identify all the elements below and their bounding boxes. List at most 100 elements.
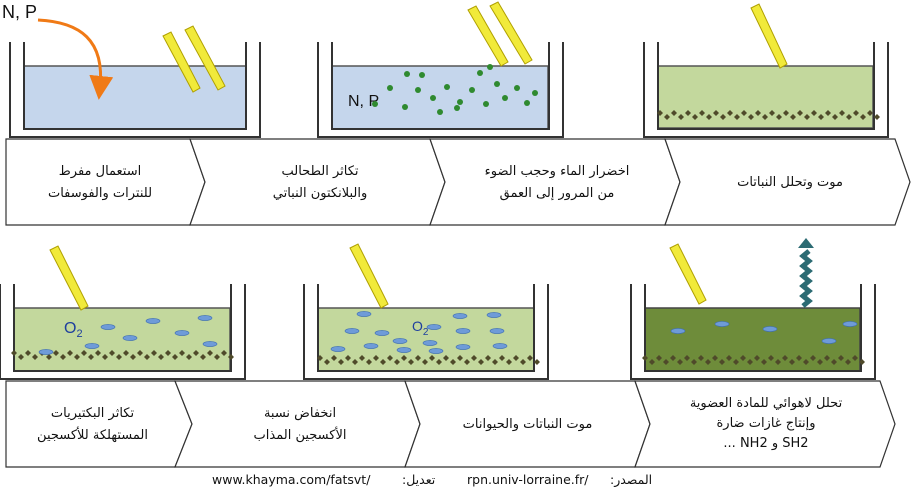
sediment-particle — [338, 359, 344, 365]
sediment-particle — [137, 350, 143, 356]
sediment-particle — [228, 354, 234, 360]
sediment-particle — [193, 350, 199, 356]
step-6-line-1: انخفاض نسبة — [263, 406, 337, 421]
sediment-particle — [811, 110, 817, 116]
tank-4: O2 — [0, 245, 246, 380]
algae-dot — [454, 105, 460, 111]
tank-6 — [630, 238, 876, 380]
bubble — [363, 343, 379, 349]
sediment-layer — [317, 355, 540, 365]
sediment-particle — [699, 110, 705, 116]
sediment-particle — [102, 354, 108, 360]
sediment-particle — [324, 359, 330, 365]
step-8-line-1: تحلل لاهوائي للمادة العضوية — [689, 396, 843, 411]
sediment-particle — [499, 355, 505, 361]
sediment-particle — [824, 355, 830, 361]
sediment-particle — [506, 359, 512, 365]
sediment-particle — [527, 355, 533, 361]
sediment-particle — [860, 114, 866, 120]
tank-5: O2 — [303, 243, 549, 380]
sediment-particle — [678, 114, 684, 120]
water-clear — [23, 65, 247, 130]
sediment-particle — [359, 355, 365, 361]
source-url: rpn.univ-lorraine.fr/ — [467, 472, 589, 487]
sediment-particle — [790, 114, 796, 120]
bubble — [489, 328, 505, 334]
algae-dot — [387, 85, 393, 91]
sediment-particle — [380, 359, 386, 365]
sediment-particle — [741, 110, 747, 116]
sediment-particle — [754, 355, 760, 361]
bubble — [428, 348, 444, 354]
sediment-particle — [88, 354, 94, 360]
sediment-particle — [401, 355, 407, 361]
sediment-particle — [534, 359, 540, 365]
sediment-particle — [221, 350, 227, 356]
bubble — [452, 313, 468, 319]
sediment-layer — [642, 355, 865, 365]
bubble — [145, 318, 161, 324]
sediment-particle — [825, 110, 831, 116]
sediment-particle — [783, 110, 789, 116]
sediment-particle — [664, 114, 670, 120]
sediment-particle — [151, 350, 157, 356]
sun-ray — [349, 243, 389, 309]
sediment-particle — [179, 350, 185, 356]
nutrient-label: N, P — [2, 2, 37, 22]
bubble — [100, 324, 116, 330]
tank-3 — [643, 3, 889, 138]
sediment-particle — [422, 359, 428, 365]
sediment-particle — [415, 355, 421, 361]
sun-ray — [467, 5, 509, 67]
sediment-particle — [18, 354, 24, 360]
sediment-particle — [684, 355, 690, 361]
oxygen-bubbles — [330, 311, 508, 354]
sediment-particle — [761, 359, 767, 365]
sediment-particle — [727, 110, 733, 116]
algae-dot — [444, 84, 450, 90]
sediment-particle — [748, 114, 754, 120]
sediment-particle — [60, 354, 66, 360]
sediment-particle — [657, 110, 663, 116]
sediment-particle — [747, 359, 753, 365]
bubble — [670, 328, 686, 334]
sediment-particle — [671, 110, 677, 116]
sediment-particle — [95, 350, 101, 356]
step-4-line-1: موت وتحلل النباتات — [737, 175, 843, 190]
step-2-line-1: تكاثر الطحالب — [281, 164, 359, 179]
step-caption-8: تحلل لاهوائي للمادة العضوية وإنتاج غازات… — [652, 386, 880, 462]
bubble — [842, 321, 858, 327]
sediment-particle — [677, 359, 683, 365]
sediment-particle — [450, 359, 456, 365]
sediment-particle — [513, 355, 519, 361]
sediment-particle — [663, 359, 669, 365]
algae-dot — [404, 71, 410, 77]
algae-dot — [372, 101, 378, 107]
sun-ray — [750, 3, 788, 69]
algae-dot — [502, 95, 508, 101]
sediment-particle — [366, 359, 372, 365]
sediment-particle — [733, 359, 739, 365]
step-3-line-2: من المرور إلى العمق — [499, 186, 615, 201]
sediment-particle — [656, 355, 662, 361]
toxic-gas-arrow — [798, 238, 814, 308]
sediment-particle — [186, 354, 192, 360]
step-5-line-1: تكاثر البكتيريات — [50, 406, 135, 421]
sediment-particle — [713, 110, 719, 116]
sediment-particle — [642, 355, 648, 361]
sediment-particle — [109, 350, 115, 356]
sediment-layer — [657, 110, 880, 120]
sediment-particle — [775, 359, 781, 365]
water-green — [13, 307, 231, 372]
sediment-particle — [443, 355, 449, 361]
sediment-particle — [734, 114, 740, 120]
sediment-particle — [25, 350, 31, 356]
bubble — [422, 340, 438, 346]
sediment-particle — [712, 355, 718, 361]
algae-dot — [415, 87, 421, 93]
sediment-particle — [387, 355, 393, 361]
step-3-line-1: اخضرار الماء وحجب الضوء — [484, 164, 630, 179]
nutrient-in-water-label: N, P — [348, 93, 379, 110]
sediment-particle — [373, 355, 379, 361]
sediment-particle — [144, 354, 150, 360]
